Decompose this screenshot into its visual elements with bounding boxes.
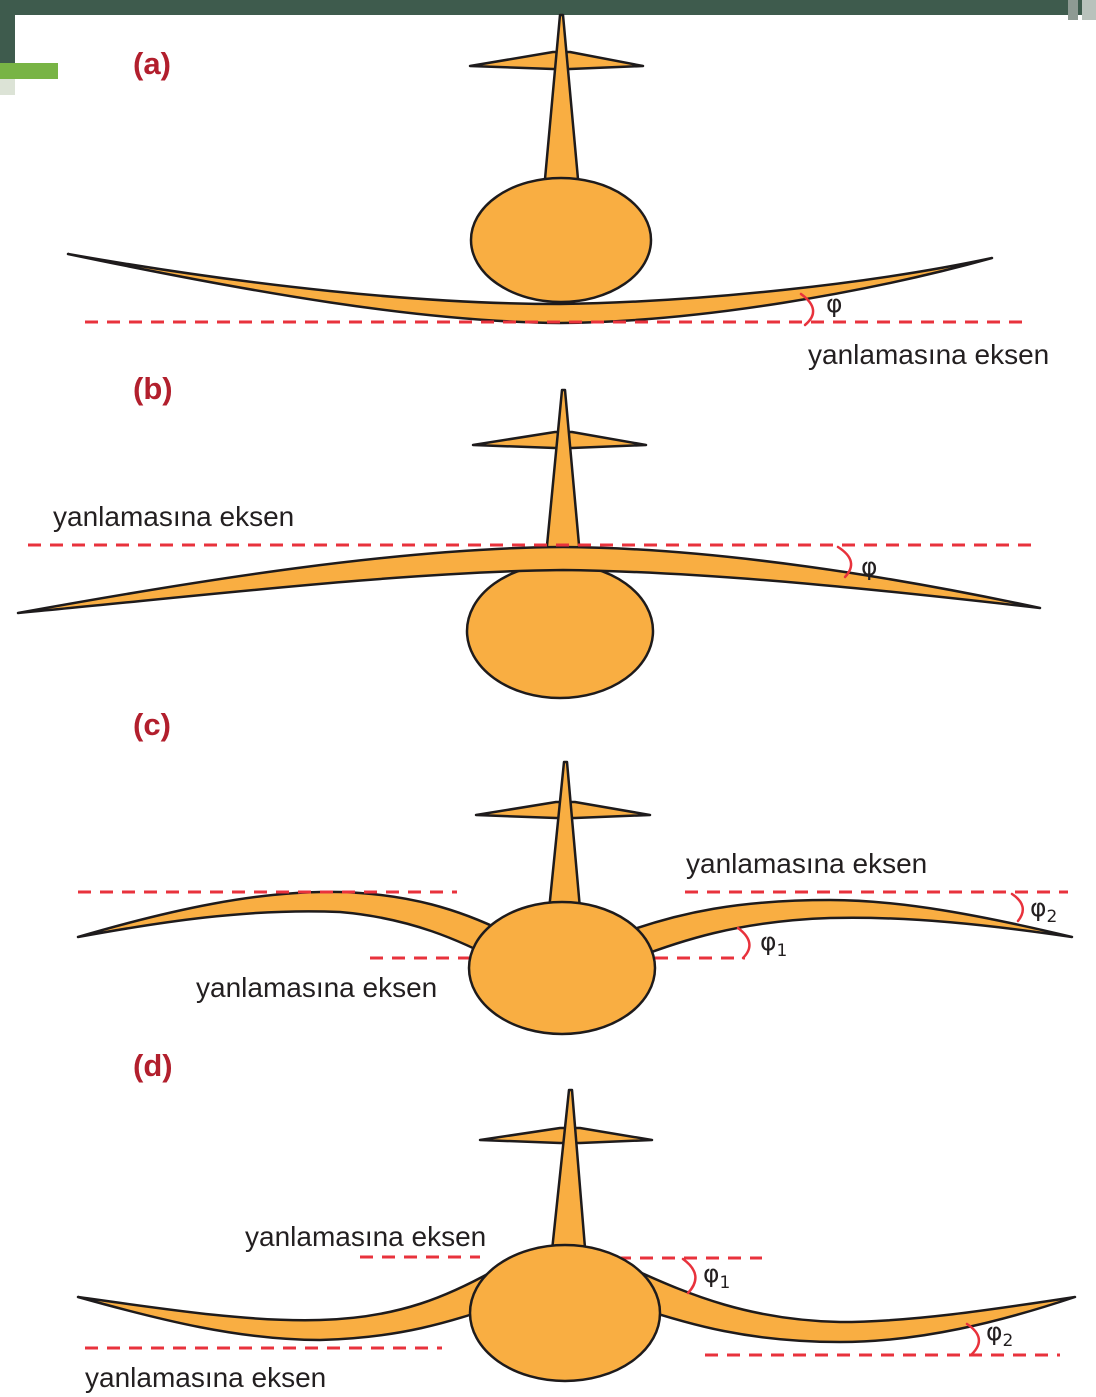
axis-label: yanlamasına eksen [808, 339, 1049, 370]
fuselage [468, 1243, 662, 1383]
angle-subscript: 1 [720, 1273, 731, 1293]
angle-label-1: φ1 [703, 1259, 730, 1293]
panel-d: (d) φ1 φ2 yanlamasına eksen yanlamasına … [76, 1048, 1077, 1393]
tail-fin [542, 13, 581, 192]
angle-arc-2 [1010, 892, 1025, 923]
panel-label: (d) [133, 1048, 173, 1083]
angle-label-2: φ2 [986, 1317, 1013, 1351]
angle-subscript: 2 [1003, 1331, 1014, 1351]
angle-symbol: φ [826, 289, 843, 318]
tail-fin [546, 760, 583, 922]
angle-label-1: φ1 [760, 927, 787, 961]
angle-arc [799, 292, 815, 327]
angle-symbol: φ [861, 552, 878, 581]
slide-left-bar [0, 15, 15, 63]
wing-left [76, 1268, 502, 1342]
axis-label-upper: yanlamasına eksen [245, 1221, 486, 1252]
tail-fin [549, 1088, 588, 1262]
angle-symbol: φ [703, 1259, 720, 1288]
slide-left-lower-bar [0, 79, 15, 95]
wing-right [618, 898, 1074, 966]
angle-subscript: 1 [777, 941, 788, 961]
angle-arc-1 [736, 926, 751, 960]
slide-corner-marker-2 [1082, 0, 1096, 20]
angle-arc [836, 545, 853, 579]
axis-label: yanlamasına eksen [53, 501, 294, 532]
fuselage [465, 562, 655, 700]
panel-label: (b) [133, 371, 173, 406]
axis-label-upper: yanlamasına eksen [686, 848, 927, 879]
panel-label: (a) [133, 46, 171, 81]
slide-corner-marker [1068, 0, 1078, 20]
slide-decoration [0, 0, 1096, 95]
panel-label: (c) [133, 707, 171, 742]
tail-fin [544, 388, 582, 558]
fuselage [467, 900, 657, 1036]
wing-left [76, 890, 507, 966]
angle-symbol: φ [986, 1317, 1003, 1346]
axis-label-lower: yanlamasına eksen [196, 972, 437, 1003]
fuselage [469, 176, 653, 304]
slide-header-band [0, 0, 1096, 15]
panel-a: (a) φ yanlamasına eksen [66, 13, 1049, 370]
panel-b: (b) φ yanlamasına eksen [16, 371, 1042, 700]
angle-label-2: φ2 [1030, 893, 1057, 927]
axis-label-lower: yanlamasına eksen [85, 1362, 326, 1393]
panel-c: (c) φ1 φ2 yanlamasına eksen yanlamasına … [76, 707, 1074, 1036]
wing [16, 545, 1042, 615]
angle-subscript: 2 [1047, 907, 1058, 927]
angle-symbol: φ [760, 927, 777, 956]
angle-symbol: φ [1030, 893, 1047, 922]
angle-label: φ [826, 289, 843, 318]
angle-arc-1 [681, 1257, 697, 1295]
slide-accent-stripe [0, 63, 58, 79]
wing [66, 252, 994, 325]
angle-label: φ [861, 552, 878, 581]
angle-arc-2 [965, 1322, 981, 1356]
